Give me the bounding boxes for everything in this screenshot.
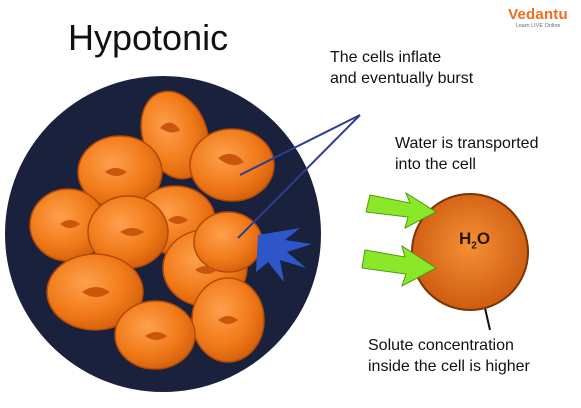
burst-label-line: The cells inflate xyxy=(330,49,442,66)
molecule-symbol: H xyxy=(459,229,472,248)
solute-label: Solute concentration inside the cell is … xyxy=(368,335,530,377)
arrow-icon xyxy=(365,191,438,229)
brand-logo: Vedantu Learn LIVE Online xyxy=(500,6,576,30)
cell xyxy=(193,211,263,273)
solute-label-line: Solute concentration xyxy=(368,337,514,354)
brand-tagline: Learn LIVE Online xyxy=(515,23,561,29)
arrow-icon xyxy=(361,244,437,288)
pointer-line-burst xyxy=(237,114,361,239)
burst-label-line: and eventually burst xyxy=(330,70,474,87)
brand-name: Vedantu xyxy=(508,6,568,23)
water-inflow-arrows xyxy=(361,191,438,288)
page-title: Hypotonic xyxy=(68,17,229,58)
burst-label: The cells inflate and eventually burst xyxy=(330,47,473,89)
water-label: Water is transported into the cell xyxy=(395,133,538,175)
water-molecule-label: H2O xyxy=(459,229,490,251)
solute-label-line: inside the cell is higher xyxy=(368,358,530,375)
pointer-line-burst xyxy=(239,114,361,176)
water-label-line: into the cell xyxy=(395,156,476,173)
molecule-suffix: O xyxy=(476,229,491,248)
red-blood-cells xyxy=(29,90,275,370)
cell-burst-splash xyxy=(256,228,312,282)
molecule-subscript: 2 xyxy=(471,240,477,252)
water-label-line: Water is transported xyxy=(395,135,539,152)
